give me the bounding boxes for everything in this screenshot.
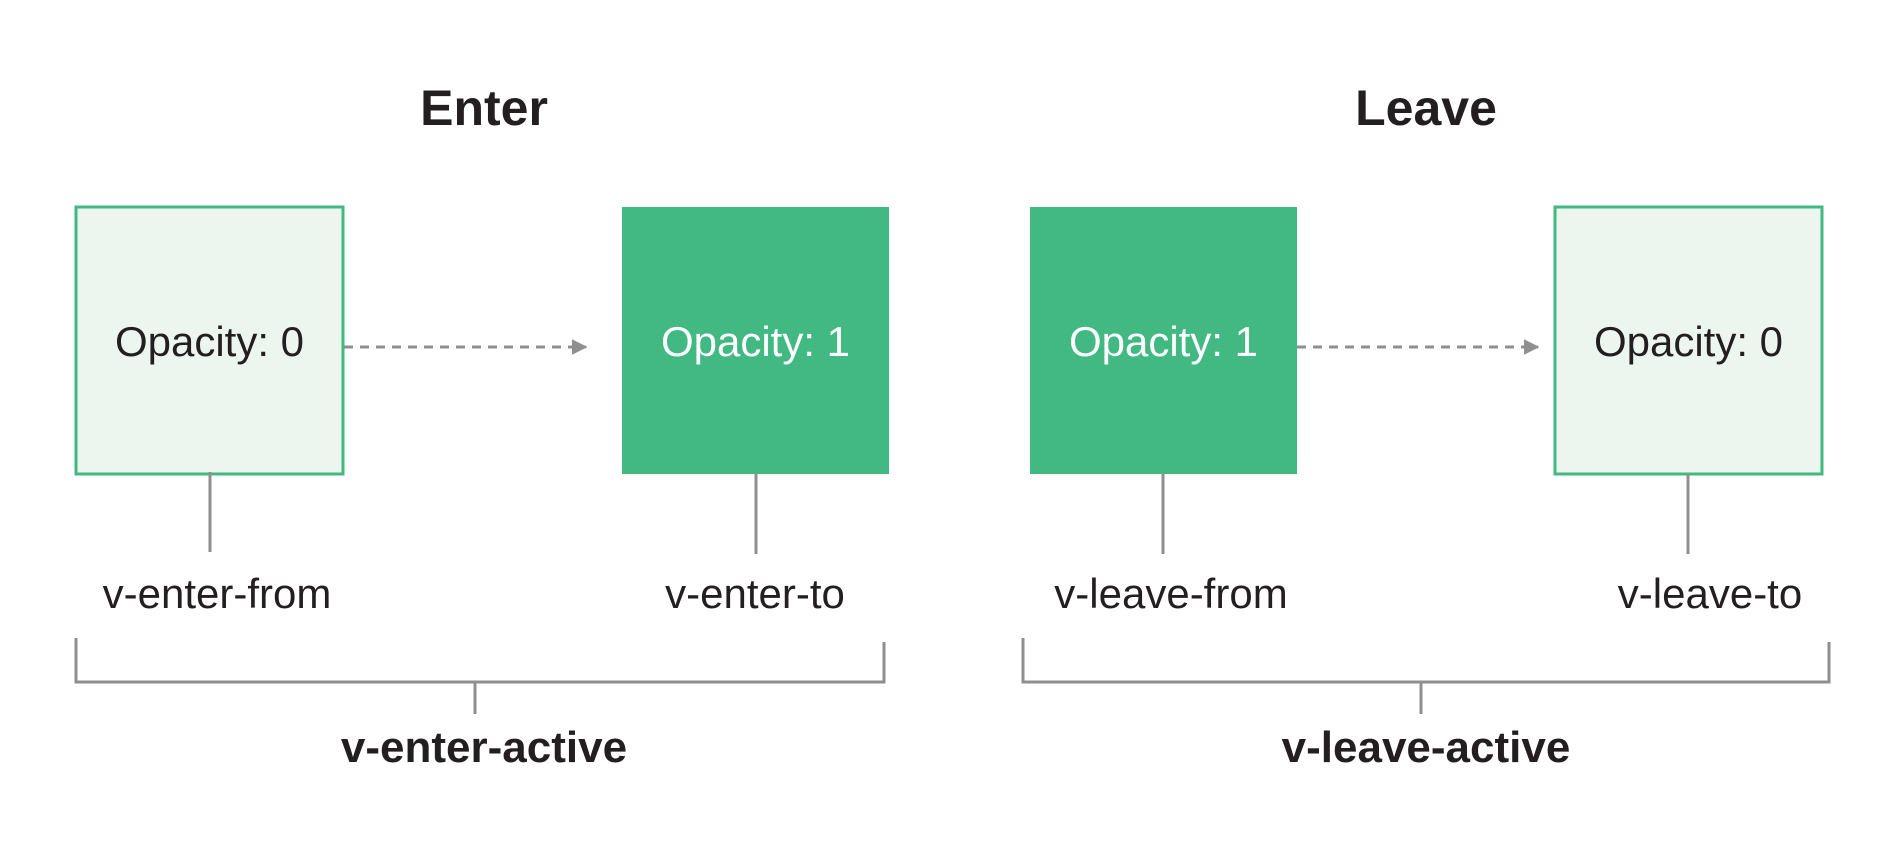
enter-from-box: Opacity: 0: [74, 205, 345, 476]
enter-active-bracket: [74, 638, 886, 714]
enter-to-box: Opacity: 1: [622, 207, 889, 474]
leave-from-box: Opacity: 1: [1030, 207, 1297, 474]
leave-from-box-label: Opacity: 1: [1069, 318, 1258, 365]
leave-to-box: Opacity: 0: [1553, 205, 1824, 476]
enter-to-box-label: Opacity: 1: [661, 318, 850, 365]
enter-from-class-label: v-enter-from: [103, 570, 332, 617]
enter-to-box-rect: [622, 207, 889, 474]
leave-from-box-rect: [1030, 207, 1297, 474]
enter-to-class-label: v-enter-to: [665, 570, 845, 617]
leave-active-bracket: [1021, 638, 1831, 714]
leave-to-box-label: Opacity: 0: [1594, 318, 1783, 365]
leave-to-class-label: v-leave-to: [1618, 570, 1802, 617]
enter-section: Enter Opacity: 0 Opacity: 1 v-enter-from…: [74, 80, 889, 772]
enter-active-class-label: v-enter-active: [341, 723, 627, 772]
leave-title: Leave: [1355, 80, 1497, 136]
enter-from-box-label: Opacity: 0: [115, 318, 304, 365]
enter-title: Enter: [420, 80, 548, 136]
leave-to-box-rect: [1553, 205, 1824, 476]
leave-from-class-label: v-leave-from: [1054, 570, 1287, 617]
leave-active-class-label: v-leave-active: [1282, 723, 1571, 772]
leave-section: Leave Opacity: 1 Opacity: 0 v-leave-from…: [1021, 80, 1831, 772]
enter-from-box-rect: [74, 205, 345, 476]
